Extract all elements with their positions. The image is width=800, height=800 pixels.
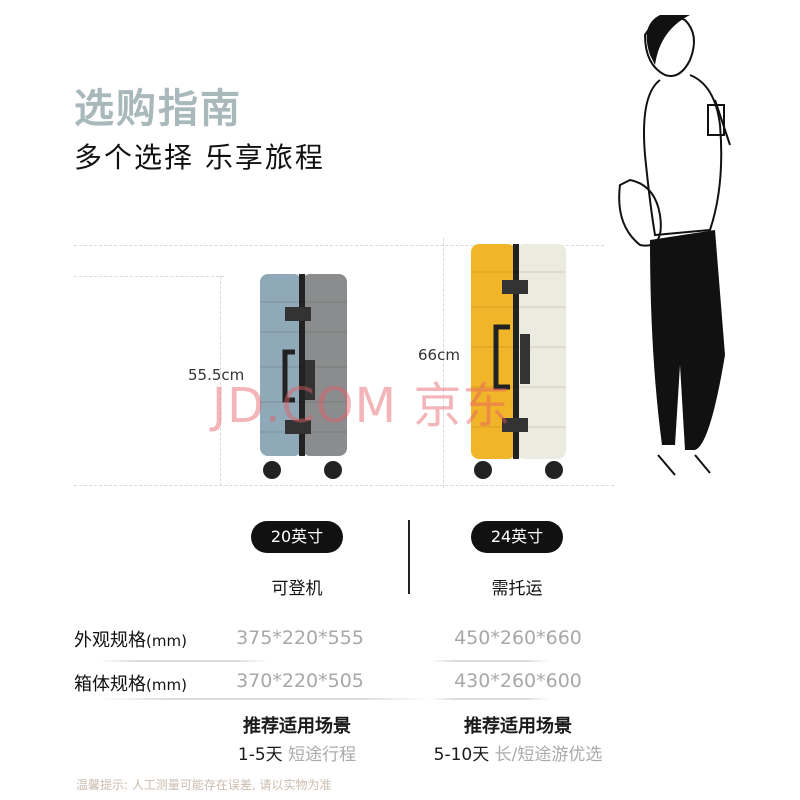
height-label-24: 66cm xyxy=(418,346,460,364)
scenario-24: 5-10天 长/短途游优选 xyxy=(408,740,628,765)
days-20: 1-5天 xyxy=(237,745,283,765)
exterior-spec-label: 外观规格(mm) xyxy=(74,626,187,652)
guide-line-mid xyxy=(74,276,224,277)
watermark: JD.COM 京东 xyxy=(212,378,512,434)
usage-24: 需托运 xyxy=(491,579,543,599)
exterior-20: 375*220*555 xyxy=(236,627,364,649)
scenario-text-20: 短途行程 xyxy=(288,745,357,765)
row-rule xyxy=(100,660,270,662)
size-badge-20: 20英寸 xyxy=(251,521,343,553)
unit-text: (mm) xyxy=(146,676,187,694)
scenario-title-24: 推荐适用场景 xyxy=(464,716,572,737)
page-title: 选购指南 xyxy=(74,86,242,132)
guide-line-bottom xyxy=(74,485,614,486)
scenario-20: 1-5天 短途行程 xyxy=(187,740,407,765)
guide-line-top xyxy=(74,245,604,246)
row-rule xyxy=(430,698,550,700)
row-rule xyxy=(100,698,430,700)
body-label-text: 箱体规格 xyxy=(74,674,146,695)
suitcase-20-image xyxy=(260,274,347,479)
woman-illustration xyxy=(618,15,731,476)
body-24: 430*260*600 xyxy=(454,670,582,692)
scenario-text-24: 长/短途游优选 xyxy=(494,745,603,765)
unit-text: (mm) xyxy=(146,632,187,650)
days-24: 5-10天 xyxy=(433,745,490,765)
body-spec-label: 箱体规格(mm) xyxy=(74,670,187,696)
exterior-24: 450*260*660 xyxy=(454,627,582,649)
guide-line-small xyxy=(220,276,221,486)
column-divider xyxy=(408,520,410,594)
usage-20: 可登机 xyxy=(271,579,323,599)
size-badge-24: 24英寸 xyxy=(471,521,563,553)
scenario-title-20: 推荐适用场景 xyxy=(243,716,351,737)
exterior-label-text: 外观规格 xyxy=(74,630,146,651)
page-subtitle: 多个选择 乐享旅程 xyxy=(74,141,325,174)
body-20: 370*220*505 xyxy=(236,670,364,692)
disclaimer-tip: 温馨提示: 人工测量可能存在误差, 请以实物为准 xyxy=(76,778,332,792)
row-rule xyxy=(430,660,550,662)
guide-line-large xyxy=(443,238,444,488)
suitcase-24-image xyxy=(471,244,566,479)
height-label-20: 55.5cm xyxy=(188,366,245,384)
